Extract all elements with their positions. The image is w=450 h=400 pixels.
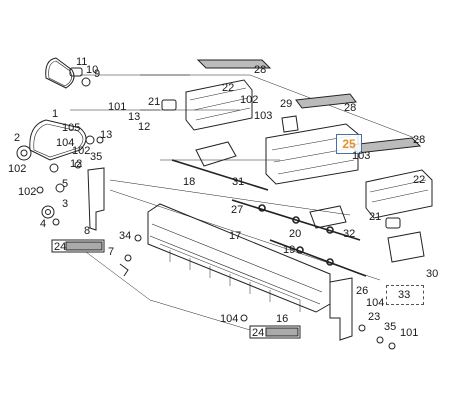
callout-2: 2 bbox=[14, 132, 21, 144]
callout-21-a: 21 bbox=[148, 96, 161, 108]
callout-20: 20 bbox=[289, 228, 302, 240]
callout-12-a: 12 bbox=[138, 121, 151, 133]
callout-9: 9 bbox=[94, 68, 101, 80]
shaft-18 bbox=[171, 159, 269, 191]
callout-12-b: 12 bbox=[70, 158, 83, 170]
callout-104-b: 104 bbox=[366, 297, 385, 309]
callout-103-a: 103 bbox=[254, 110, 273, 122]
dashed-box-33 bbox=[386, 285, 424, 305]
callout-30: 30 bbox=[426, 268, 439, 280]
callout-17: 17 bbox=[229, 230, 242, 242]
callout-35-a: 35 bbox=[90, 151, 103, 163]
bracket-31 bbox=[195, 141, 237, 167]
callout-18: 18 bbox=[183, 176, 196, 188]
shaft-19 bbox=[269, 239, 367, 277]
callout-4: 4 bbox=[40, 218, 47, 230]
shaft-27 bbox=[231, 199, 361, 241]
callout-7: 7 bbox=[108, 246, 115, 258]
callout-22-a: 22 bbox=[222, 82, 235, 94]
guide-upper-right bbox=[348, 137, 433, 263]
callout-13-b: 13 bbox=[100, 129, 113, 141]
callout-102-b: 102 bbox=[72, 145, 91, 157]
callout-28-a: 28 bbox=[254, 64, 267, 76]
small-parts bbox=[119, 234, 396, 350]
callout-101-a: 101 bbox=[108, 101, 127, 113]
callout-22-b: 22 bbox=[413, 174, 426, 186]
callout-102-c: 102 bbox=[8, 163, 27, 175]
callout-102-d: 102 bbox=[18, 186, 37, 198]
bracket-32 bbox=[309, 205, 347, 229]
main-frame-17 bbox=[147, 203, 331, 313]
callout-19: 19 bbox=[283, 244, 296, 256]
callout-5: 5 bbox=[62, 178, 69, 190]
belt-assembly-top bbox=[45, 57, 91, 89]
callout-35-b: 35 bbox=[384, 321, 397, 333]
callout-29: 29 bbox=[280, 98, 293, 110]
callout-1: 1 bbox=[52, 108, 59, 120]
callout-104-c: 104 bbox=[220, 313, 239, 325]
callout-28-b: 28 bbox=[344, 102, 357, 114]
callout-27: 27 bbox=[231, 204, 244, 216]
callout-10: 10 bbox=[86, 64, 99, 76]
callout-26: 26 bbox=[356, 285, 369, 297]
callout-11: 11 bbox=[76, 56, 88, 68]
belt-assembly-mid bbox=[16, 119, 104, 194]
callout-3: 3 bbox=[62, 198, 69, 210]
callout-102-a: 102 bbox=[240, 94, 259, 106]
callout-8: 8 bbox=[84, 225, 91, 237]
guide-upper-mid bbox=[265, 93, 359, 185]
callout-13-a: 13 bbox=[128, 111, 141, 123]
left-side-frame bbox=[41, 167, 105, 231]
callout-24-b: 24 bbox=[252, 327, 265, 339]
callout-31: 31 bbox=[232, 176, 245, 188]
callout-28-c: 28 bbox=[413, 134, 426, 146]
strip-24-bottom bbox=[249, 325, 301, 339]
callout-32: 32 bbox=[343, 228, 356, 240]
highlighted-part-25: 25 bbox=[342, 137, 356, 151]
right-side-frame bbox=[329, 277, 384, 344]
callout-16: 16 bbox=[276, 313, 289, 325]
callout-101-b: 101 bbox=[400, 327, 419, 339]
callout-104-a: 104 bbox=[56, 137, 75, 149]
highlight-box[interactable]: 25 bbox=[336, 134, 362, 154]
callout-23: 23 bbox=[368, 311, 381, 323]
callout-24-a: 24 bbox=[54, 241, 67, 253]
guide-upper-left bbox=[161, 59, 272, 131]
callout-33: 33 bbox=[398, 289, 411, 301]
callout-105: 105 bbox=[62, 122, 81, 134]
callout-34: 34 bbox=[119, 230, 132, 242]
strip-24-left bbox=[51, 239, 105, 253]
callout-21-b: 21 bbox=[369, 211, 382, 223]
callout-103-b: 103 bbox=[352, 150, 371, 162]
